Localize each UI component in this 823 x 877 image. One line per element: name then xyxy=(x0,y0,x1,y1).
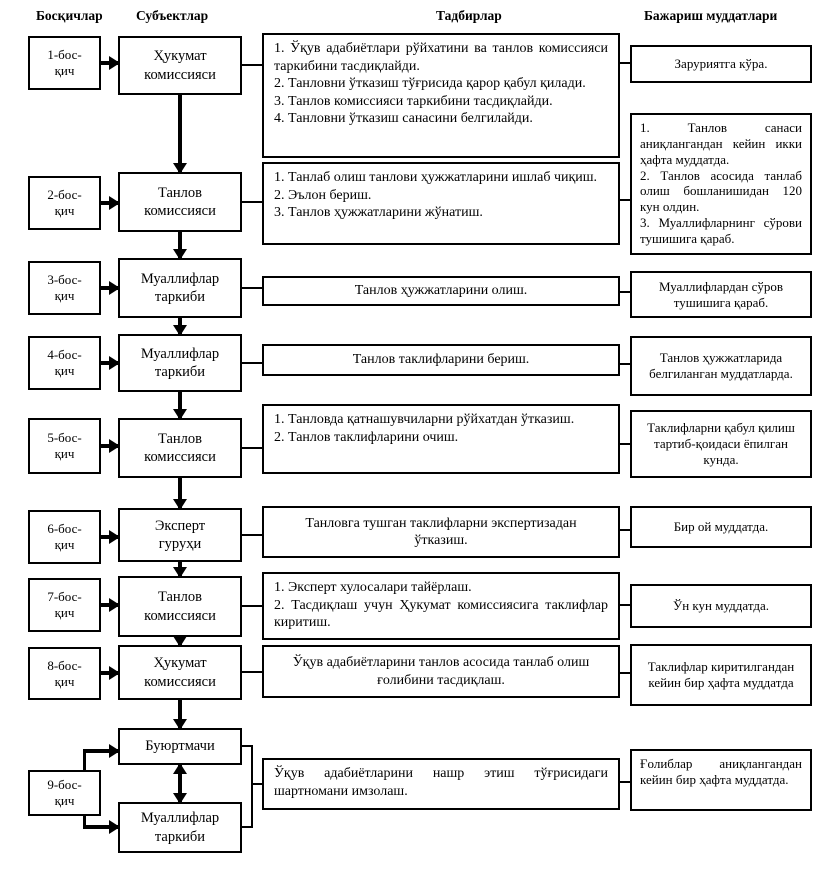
column-header-activities: Тадбирлар xyxy=(436,8,502,23)
connector-line xyxy=(242,362,262,364)
subject-box-3: Муаллифлар таркиби xyxy=(118,258,242,318)
stage-box-4: 4-бос- қич xyxy=(28,336,101,390)
deadline-box-6: Бир ой муддатда. xyxy=(630,506,812,548)
connector-line xyxy=(620,529,630,531)
connector-line xyxy=(620,291,630,293)
deadline-box-5: Таклифларни қабул қилиш тартиб-қоидаси ё… xyxy=(630,410,812,478)
activity-box-9: Ўқув адабиётларини нашр этиш тўғрисидаги… xyxy=(262,758,620,810)
arrow-down-icon xyxy=(178,95,182,172)
connector-line xyxy=(242,201,262,203)
arrow-up-down-icon xyxy=(178,765,182,802)
connector-line xyxy=(242,671,262,673)
connector-line xyxy=(620,672,630,674)
connector-line xyxy=(242,64,262,66)
activity-box-5: 1. Танловда қатнашувчиларни рўйхатдан ўт… xyxy=(262,404,620,474)
connector-line xyxy=(620,781,630,783)
arrow-down-icon xyxy=(178,562,182,576)
deadline-box-2: 1. Танлов санаси аниқлангандан кейин икк… xyxy=(630,113,812,255)
column-header-deadlines: Бажариш муддатлари xyxy=(644,8,778,23)
connector-line xyxy=(620,604,630,606)
stage-box-9: 9-бос- қич xyxy=(28,770,101,816)
subject-box-6: Эксперт гуруҳи xyxy=(118,508,242,562)
connector-line xyxy=(242,826,253,828)
subject-box-1: Ҳукумат комиссияси xyxy=(118,36,242,95)
stage-box-2: 2-бос- қич xyxy=(28,176,101,230)
activity-box-8: Ўқув адабиётларини танлов асосида танлаб… xyxy=(262,645,620,698)
arrow-right-icon xyxy=(100,535,118,539)
arrow-right-icon xyxy=(83,749,118,753)
connector-line xyxy=(242,534,262,536)
subject-box-2: Танлов комиссияси xyxy=(118,172,242,232)
arrow-right-icon xyxy=(100,671,118,675)
deadline-box-7: Ўн кун муддатда. xyxy=(630,584,812,628)
column-header-stages: Босқичлар xyxy=(36,8,103,23)
column-header-subjects: Субъектлар xyxy=(136,8,209,23)
subject-box-9-customer: Буюртмачи xyxy=(118,728,242,765)
arrow-right-icon xyxy=(83,825,118,829)
connector-line xyxy=(620,443,630,445)
stage-box-6: 6-бос- қич xyxy=(28,510,101,564)
arrow-right-icon xyxy=(100,61,118,65)
arrow-right-icon xyxy=(100,361,118,365)
arrow-right-icon xyxy=(100,603,118,607)
connector-line xyxy=(620,363,630,365)
connector-line xyxy=(83,816,86,829)
connector-line xyxy=(242,745,253,747)
connector-line xyxy=(242,287,262,289)
activity-box-6: Танловга тушган таклифларни экспертизада… xyxy=(262,506,620,558)
stage-box-7: 7-бос- қич xyxy=(28,578,101,632)
stage-box-5: 5-бос- қич xyxy=(28,418,101,474)
arrow-down-icon xyxy=(178,637,182,645)
stage-box-8: 8-бос- қич xyxy=(28,647,101,700)
connector-line xyxy=(242,447,262,449)
deadline-box-1: Заруриятга кўра. xyxy=(630,45,812,83)
connector-line xyxy=(620,62,630,64)
activity-box-1: 1. Ўқув адабиётлари рўйхатини ва танлов … xyxy=(262,33,620,158)
activity-box-4: Танлов таклифларини бериш. xyxy=(262,344,620,376)
arrow-down-icon xyxy=(178,478,182,508)
deadline-box-4: Танлов ҳужжатларида белгиланган муддатла… xyxy=(630,336,812,396)
connector-line xyxy=(242,605,262,607)
deadline-box-9: Ғолиблар аниқлангандан кейин бир ҳафта м… xyxy=(630,749,812,811)
arrow-right-icon xyxy=(100,444,118,448)
subject-box-5: Танлов комиссияси xyxy=(118,418,242,478)
connector-line xyxy=(620,199,630,201)
arrow-right-icon xyxy=(100,201,118,205)
deadline-box-8: Таклифлар киритилгандан кейин бир ҳафта … xyxy=(630,644,812,706)
subject-box-9-authors: Муаллифлар таркиби xyxy=(118,802,242,853)
arrow-down-icon xyxy=(178,318,182,334)
activity-box-3: Танлов ҳужжатларини олиш. xyxy=(262,276,620,306)
subject-box-7: Танлов комиссияси xyxy=(118,576,242,637)
arrow-down-icon xyxy=(178,700,182,728)
subject-box-4: Муаллифлар таркиби xyxy=(118,334,242,392)
arrow-down-icon xyxy=(178,232,182,258)
arrow-right-icon xyxy=(100,286,118,290)
connector-line xyxy=(83,751,86,770)
activity-box-7: 1. Эксперт хулосалари тайёрлаш. 2. Тасди… xyxy=(262,572,620,640)
connector-line xyxy=(251,783,262,785)
stage-box-3: 3-бос- қич xyxy=(28,261,101,315)
arrow-down-icon xyxy=(178,392,182,418)
activity-box-2: 1. Танлаб олиш танлови ҳужжатларини ишла… xyxy=(262,162,620,245)
connector-line xyxy=(251,745,253,828)
stage-box-1: 1-бос- қич xyxy=(28,36,101,90)
deadline-box-3: Муаллифлардан сўров тушишига қараб. xyxy=(630,271,812,318)
subject-box-8: Ҳукумат комиссияси xyxy=(118,645,242,700)
